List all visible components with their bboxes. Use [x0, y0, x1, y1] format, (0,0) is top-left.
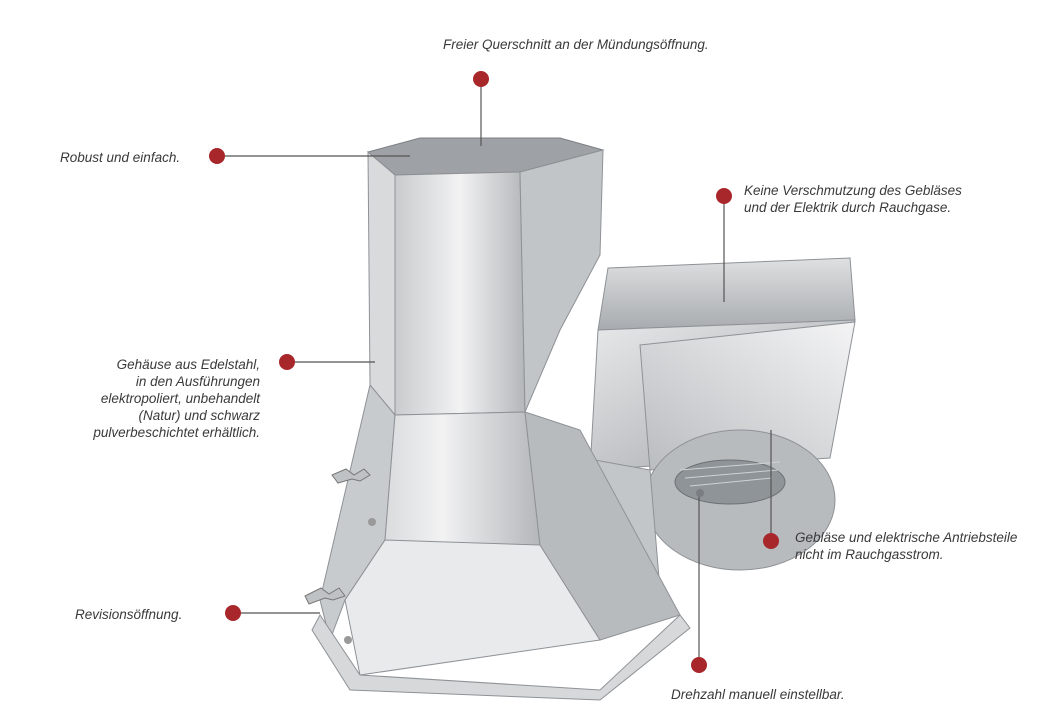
callout-marker [763, 533, 779, 549]
callout-marker [473, 71, 489, 87]
callout-revision-opening: Revisionsöffnung. [75, 607, 183, 622]
hexagonal-outlet [366, 137, 605, 417]
callout-marker [716, 188, 732, 204]
callout-marker [225, 605, 241, 621]
wing-nut-icon [304, 468, 376, 644]
base-housing [304, 383, 691, 701]
callout-robust: Robust und einfach. [60, 150, 181, 165]
callout-marker [691, 657, 707, 673]
callout-speed-adjustable: Drehzahl manuell einstellbar. [671, 687, 845, 702]
callout-fan-outside-flue: Gebläse und elektrische Antriebsteile ni… [795, 530, 1018, 562]
callout-marker [279, 354, 295, 370]
callout-housing-stainless: Gehäuse aus Edelstahl, in den Ausführung… [93, 357, 260, 440]
callout-no-contamination: Keine Verschmutzung des Gebläses und der… [744, 183, 962, 215]
callout-outlet-cross-section: Freier Querschnitt an der Mündungsöffnun… [443, 37, 709, 52]
leader-lines [217, 80, 772, 665]
callout-marker [209, 148, 225, 164]
fan-duct [539, 257, 856, 591]
